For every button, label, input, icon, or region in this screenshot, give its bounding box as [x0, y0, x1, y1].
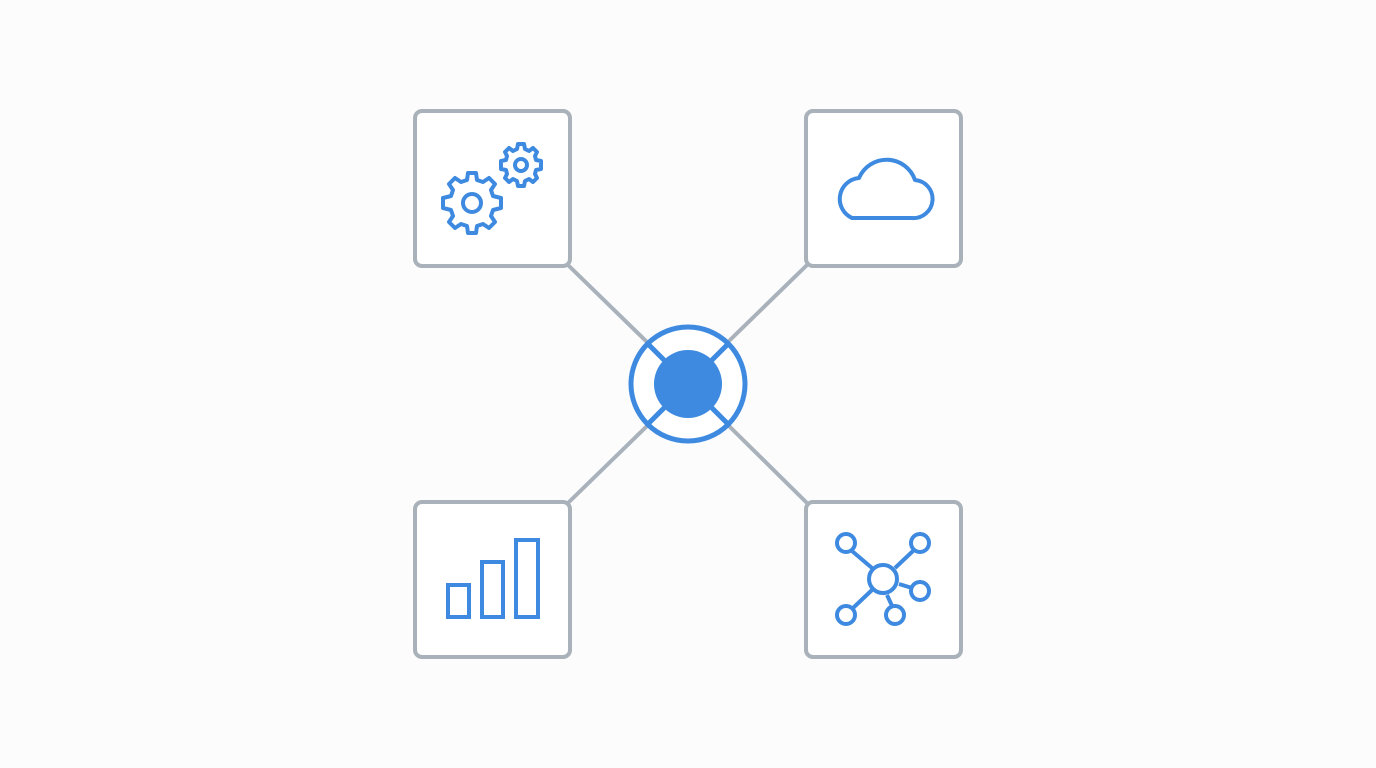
gears-icon: [441, 142, 543, 235]
network-icon: [835, 532, 931, 626]
node-box-bottom-left: [413, 500, 572, 659]
connectors: [567, 264, 808, 504]
bar-medium: [480, 560, 505, 619]
connector-bottom-right: [728, 425, 808, 504]
bar-short: [446, 583, 471, 619]
connector-bottom-left: [567, 425, 648, 504]
node-box-bottom-right: [804, 500, 963, 659]
bar-chart-icon: [446, 538, 540, 619]
cloud-icon: [837, 157, 935, 221]
bar-tall: [514, 538, 540, 619]
target-hub-icon: [628, 324, 748, 444]
node-box-top-right: [804, 109, 963, 268]
connector-top-right: [728, 264, 808, 342]
connector-top-left: [567, 264, 650, 345]
